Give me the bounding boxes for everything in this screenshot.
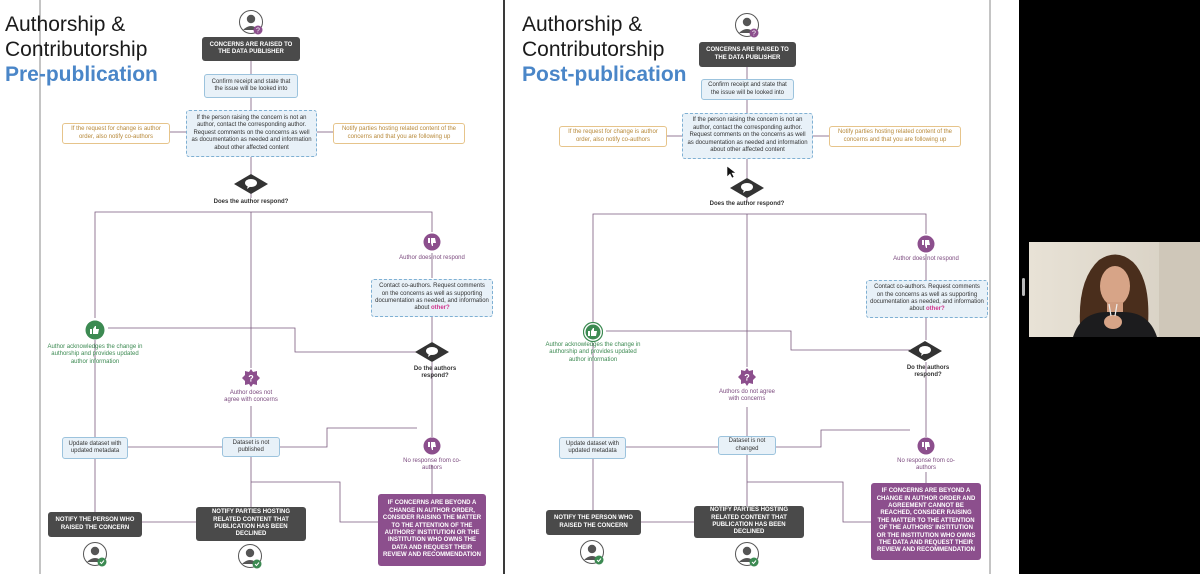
update-dataset-box: Update dataset with updated metadata <box>62 437 128 459</box>
person-icon: ? <box>735 13 759 38</box>
person-icon <box>83 542 107 567</box>
svg-text:?: ? <box>248 374 254 384</box>
author-disagrees-label: Author does not agree with concerns <box>224 390 278 404</box>
svg-text:?: ? <box>752 31 756 38</box>
slide-subtitle: Pre-publication <box>5 63 158 86</box>
notify-hosting-note: Notify parties hosting related content o… <box>829 126 961 147</box>
other-highlight: other? <box>431 305 450 312</box>
person-icon <box>580 540 604 565</box>
author-no-response-label: Author does not respond <box>893 256 959 262</box>
do-authors-respond-label: Do the authors respond? <box>413 366 457 380</box>
speech-bubble-decision-icon <box>234 174 268 194</box>
notify-declined-box: NOTIFY PARTIES HOSTING RELATED CONTENT T… <box>196 507 306 541</box>
contact-author-box: If the person raising the concern is not… <box>682 113 813 159</box>
does-author-respond-label: Does the author respond? <box>709 201 785 207</box>
slide-title: Authorship & Contributorship Post-public… <box>522 12 687 87</box>
beyond-change-box: IF CONCERNS ARE BEYOND A CHANGE IN AUTHO… <box>378 494 486 566</box>
beyond-change-box: IF CONCERNS ARE BEYOND A CHANGE IN AUTHO… <box>871 483 981 560</box>
dataset-status-box: Dataset is not published <box>222 437 280 457</box>
author-order-note: If the request for change is author orde… <box>62 123 170 144</box>
confirm-receipt-box: Confirm receipt and state that the issue… <box>204 74 298 98</box>
contact-coauthors-box: Contact co-authors. Request comments on … <box>371 279 493 317</box>
speech-bubble-decision-icon <box>730 178 764 198</box>
title-line-1: Authorship & <box>5 13 126 36</box>
speech-bubble-decision-icon <box>415 342 449 362</box>
speech-bubble-decision-icon <box>908 341 942 361</box>
thumbs-down-icon <box>423 233 441 251</box>
notify-person-box: NOTIFY THE PERSON WHO RAISED THE CONCERN <box>48 512 142 537</box>
contact-coauthors-text: Contact co-authors. Request comments on … <box>870 284 984 313</box>
confirm-receipt-box: Confirm receipt and state that the issue… <box>701 79 794 100</box>
person-icon <box>238 544 262 569</box>
notify-hosting-note: Notify parties hosting related content o… <box>333 123 465 144</box>
participant-video-feed <box>1029 242 1200 337</box>
person-icon: ? <box>239 10 263 35</box>
svg-text:?: ? <box>256 28 260 35</box>
mouse-cursor-icon <box>726 165 737 179</box>
participant-video-tile[interactable] <box>1029 242 1200 337</box>
flowchart-connectors <box>592 0 991 574</box>
contact-author-box: If the person raising the concern is not… <box>186 110 317 157</box>
does-author-respond-label: Does the author respond? <box>213 199 289 205</box>
thumbs-down-icon <box>423 437 441 455</box>
question-badge-icon: ? <box>242 369 260 387</box>
title-line-1: Authorship & <box>522 13 643 36</box>
title-line-2: Contributorship <box>5 38 148 61</box>
pre-publication-slide: Authorship & Contributorship Pre-publica… <box>0 0 503 574</box>
other-highlight: other? <box>926 306 945 313</box>
contact-coauthors-text: Contact co-authors. Request comments on … <box>375 283 489 312</box>
question-badge-icon: ? <box>738 368 756 386</box>
author-acknowledges-label: Author acknowledges the change in author… <box>545 342 641 363</box>
svg-text:?: ? <box>744 373 750 383</box>
thumbs-up-icon <box>85 320 105 340</box>
concerns-raised-box: CONCERNS ARE RAISED TO THE DATA PUBLISHE… <box>202 37 300 61</box>
panel-resize-handle[interactable] <box>1022 278 1025 296</box>
thumbs-down-icon <box>917 437 935 455</box>
notify-person-box: NOTIFY THE PERSON WHO RAISED THE CONCERN <box>546 510 641 535</box>
author-no-response-label: Author does not respond <box>399 255 465 261</box>
thumbs-down-icon <box>917 235 935 253</box>
author-order-note: If the request for change is author orde… <box>559 126 667 147</box>
author-acknowledges-label: Author acknowledges the change in author… <box>47 344 143 365</box>
no-response-coauthors-label: No response from co-authors <box>897 458 955 472</box>
author-disagrees-label: Authors do not agree with concerns <box>718 389 776 403</box>
panel-divider <box>503 0 505 574</box>
dataset-status-box: Dataset is not changed <box>718 436 776 455</box>
contact-coauthors-box: Contact co-authors. Request comments on … <box>866 280 988 318</box>
flowchart-connectors <box>39 0 433 574</box>
title-line-2: Contributorship <box>522 38 665 61</box>
slide-title: Authorship & Contributorship Pre-publica… <box>5 12 158 87</box>
slide-subtitle: Post-publication <box>522 63 687 86</box>
update-dataset-box: Update dataset with updated metadata <box>559 437 626 459</box>
do-authors-respond-label: Do the authors respond? <box>906 365 950 379</box>
no-response-coauthors-label: No response from co-authors <box>403 458 461 472</box>
concerns-raised-box: CONCERNS ARE RAISED TO THE DATA PUBLISHE… <box>699 42 796 67</box>
person-icon <box>735 542 759 567</box>
notify-declined-box: NOTIFY PARTIES HOSTING RELATED CONTENT T… <box>694 506 804 538</box>
thumbs-up-icon <box>583 322 603 342</box>
post-publication-slide: Authorship & Contributorship Post-public… <box>505 0 1019 574</box>
